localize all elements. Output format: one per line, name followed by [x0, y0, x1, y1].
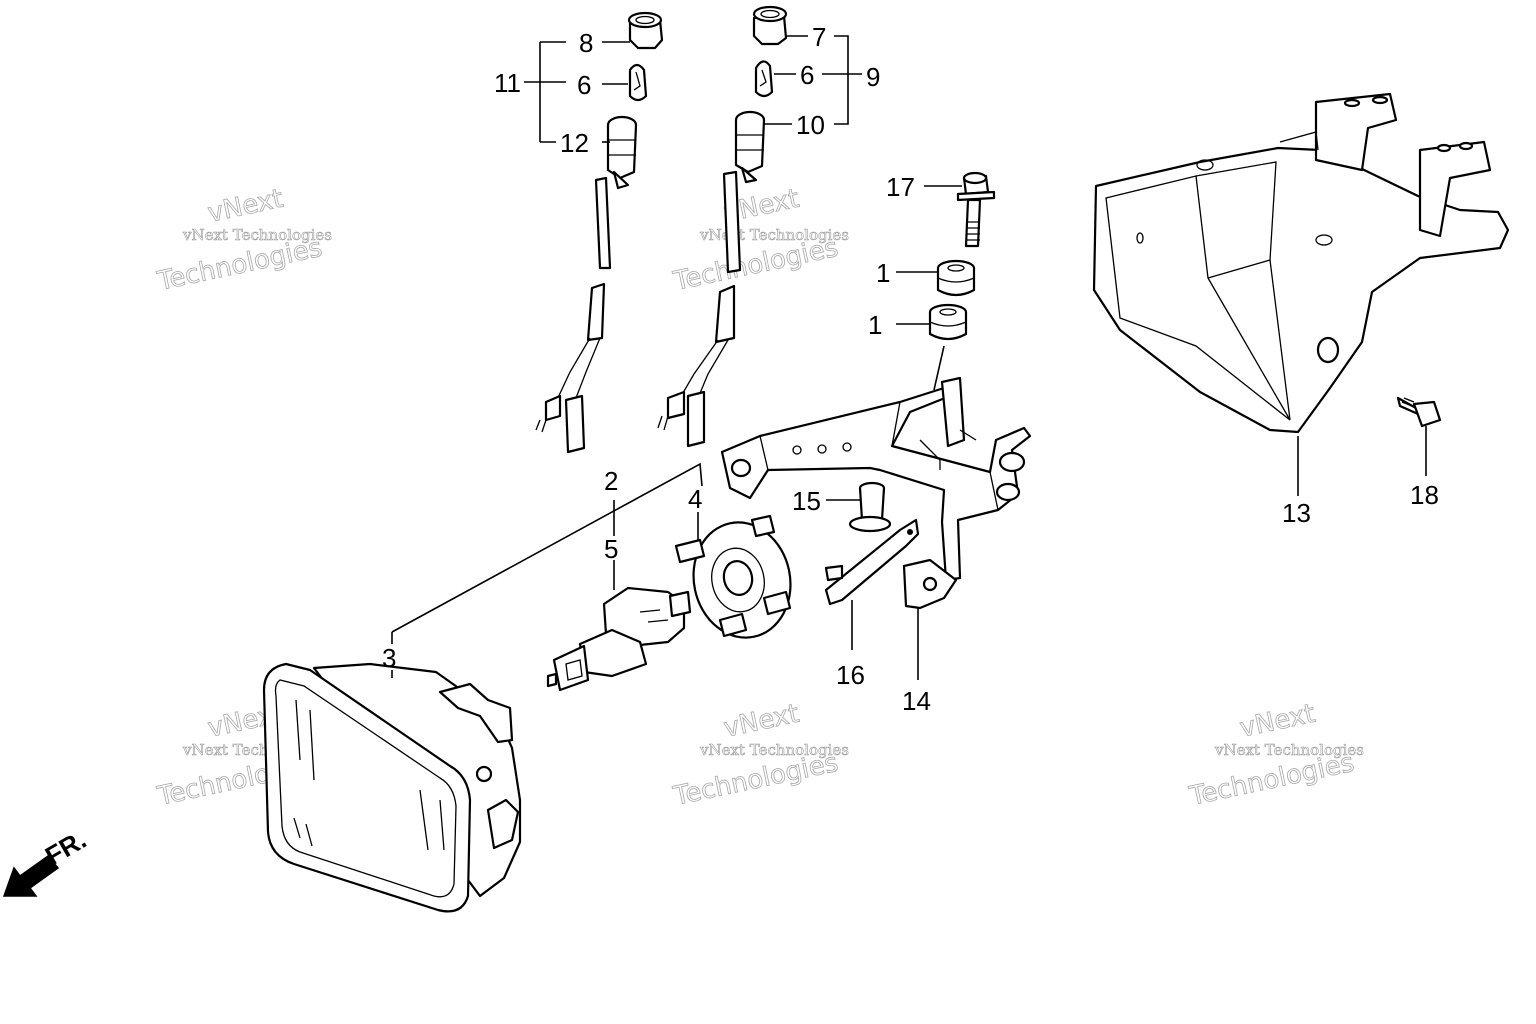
callout-5: 5 — [604, 534, 618, 564]
part-17-bolt — [956, 171, 996, 248]
svg-text:vNext: vNext — [721, 699, 802, 744]
callout-17: 17 — [886, 172, 915, 202]
part-15-collar — [848, 481, 892, 533]
part-10-socket-right — [734, 110, 766, 184]
svg-text:vNext Technologies: vNext Technologies — [1214, 741, 1364, 759]
front-direction-indicator: FR. — [2, 824, 91, 897]
callout-labels: 8 11 6 12 7 6 9 10 17 1 1 2 4 15 5 3 16 … — [382, 22, 1439, 716]
part-1-grommet-lower — [928, 303, 968, 341]
callout-18: 18 — [1410, 480, 1439, 510]
callout-15: 15 — [792, 486, 821, 516]
leader-lines — [391, 35, 1427, 680]
part-6-bulb-left — [628, 63, 648, 102]
callout-10: 10 — [796, 110, 825, 140]
callout-9: 9 — [866, 62, 880, 92]
svg-text:vNext Technologies: vNext Technologies — [699, 741, 849, 759]
callout-13: 13 — [1282, 498, 1311, 528]
watermark-6: vNext Technologies vNext Technologies — [1186, 698, 1364, 812]
part-12-socket-left — [606, 115, 638, 190]
part-1-grommet-upper — [936, 259, 976, 297]
callout-1-upper: 1 — [876, 258, 890, 288]
part-6-bulb-right — [754, 60, 774, 98]
svg-text:vNext: vNext — [1237, 699, 1318, 744]
part-7-rubber-cap — [752, 5, 788, 46]
headlight-stay-bracket — [720, 376, 1032, 582]
part-5-headlight-bulb — [546, 586, 692, 692]
callout-1-lower: 1 — [868, 310, 882, 340]
front-arrow-icon — [2, 854, 60, 897]
watermark-2: vNext Technologies vNext Technologies — [670, 183, 849, 297]
callout-3: 3 — [382, 643, 396, 673]
callout-11: 11 — [494, 68, 521, 98]
callout-8: 8 — [579, 28, 593, 58]
left-socket-assembly — [535, 11, 664, 454]
part-3-headlight-unit — [262, 662, 522, 913]
watermark-5: vNext Technologies vNext Technologies — [670, 698, 849, 812]
part-14-clip — [902, 558, 958, 610]
wire-harness-right — [657, 170, 742, 448]
watermark-1: vNext Technologies vNext Technologies — [154, 183, 332, 297]
svg-text:vNext Technologies: vNext Technologies — [182, 226, 332, 244]
part-13-headlight-case — [1092, 92, 1510, 434]
callout-12: 12 — [560, 128, 589, 158]
wire-harness-left — [535, 176, 612, 454]
part-16-adjuster-plate — [824, 518, 920, 606]
part-8-rubber-cap — [627, 11, 664, 50]
callout-16: 16 — [836, 660, 865, 690]
svg-text:vNext: vNext — [205, 184, 286, 229]
callout-14: 14 — [902, 686, 931, 716]
right-socket-assembly — [657, 5, 788, 448]
callout-2: 2 — [604, 466, 618, 496]
callout-4: 4 — [688, 484, 702, 514]
callout-7: 7 — [812, 22, 826, 52]
callout-6-left: 6 — [577, 70, 591, 100]
callout-6-right: 6 — [800, 60, 814, 90]
part-18-bolt — [1396, 396, 1442, 428]
part-4-dust-cover — [674, 514, 792, 639]
